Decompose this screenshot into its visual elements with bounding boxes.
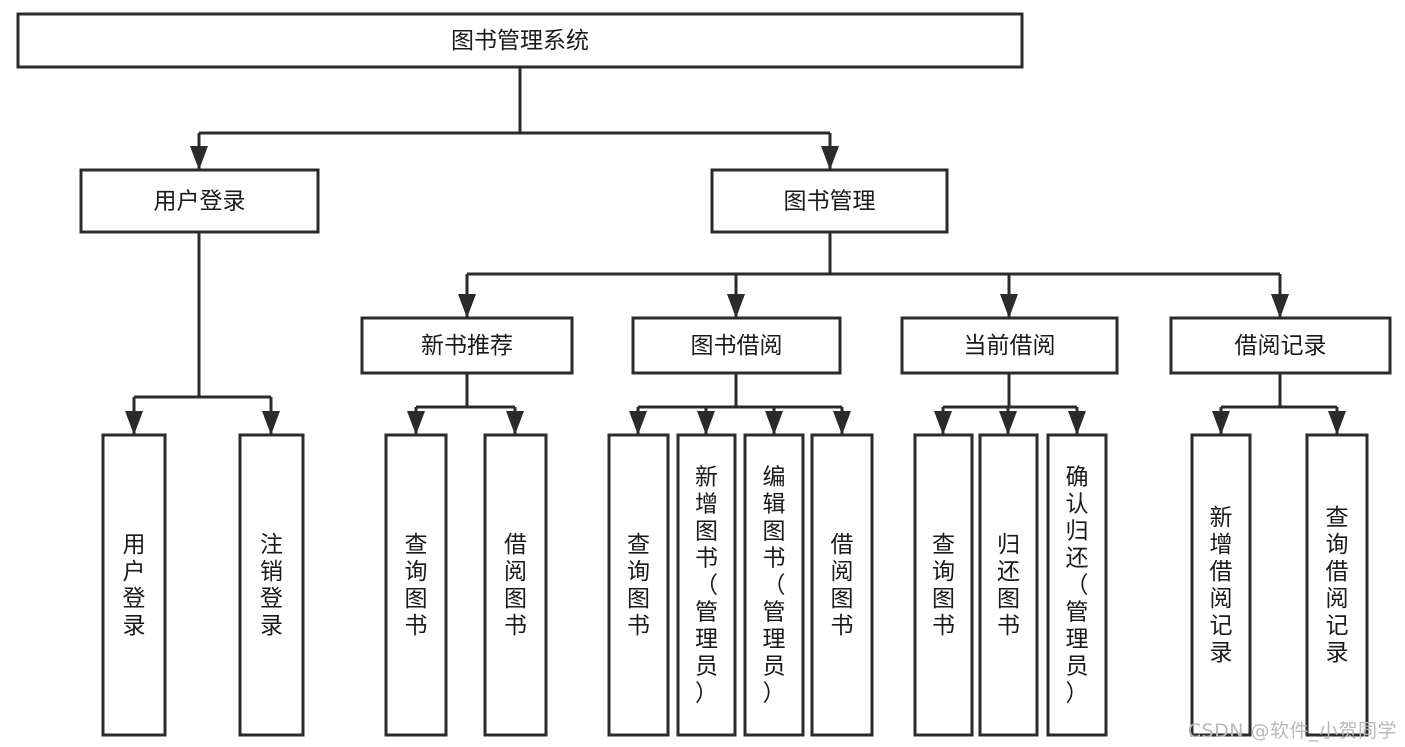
node-box-book-borrow [631, 316, 842, 375]
node-label-leaf-add-record: 新增借阅记录 [1210, 505, 1233, 666]
node-box-current-borrow [900, 316, 1119, 375]
arrow-head-icon [190, 146, 208, 170]
node-box-new-book-recommend [360, 316, 574, 375]
node-box-root [16, 12, 1024, 69]
node-box-leaf-user-login [101, 433, 167, 737]
node-box-leaf-return-book [978, 433, 1039, 737]
connector-level2_to_level3 [458, 232, 1289, 318]
arrow-head-icon [1068, 411, 1086, 435]
arrow-head-icon [125, 411, 143, 435]
arrow-head-icon [727, 294, 745, 318]
node-label-current-borrow: 当前借阅 [964, 333, 1056, 359]
arrow-head-icon [1271, 294, 1289, 318]
arrow-head-icon [407, 411, 425, 435]
node-box-leaf-edit-book [743, 433, 805, 737]
node-box-borrow-record [1169, 316, 1392, 375]
node-box-leaf-borrow-book-rec [483, 433, 548, 737]
node-label-leaf-user-login: 用户登录 [123, 532, 146, 639]
node-root[interactable]: 图书管理系统 [16, 12, 1024, 69]
arrow-head-icon [1212, 411, 1230, 435]
node-leaf-return-book[interactable]: 归还图书 [978, 433, 1039, 737]
node-label-root: 图书管理系统 [451, 28, 589, 54]
node-box-leaf-logout [238, 433, 305, 737]
arrow-head-icon [697, 411, 715, 435]
arrow-head-icon [765, 411, 783, 435]
arrow-head-icon [999, 411, 1017, 435]
node-label-leaf-logout: 注销登录 [260, 532, 283, 639]
node-label-new-book-recommend: 新书推荐 [421, 333, 513, 359]
node-layer: 图书管理系统用户登录图书管理新书推荐图书借阅当前借阅借阅记录用户登录注销登录查询… [16, 12, 1392, 737]
node-label-book-borrow: 图书借阅 [691, 333, 783, 359]
arrow-head-icon [262, 411, 280, 435]
node-box-leaf-query-book-bor [607, 433, 670, 737]
node-box-leaf-query-record [1305, 433, 1369, 737]
node-label-leaf-add-book: 新增图书（管理员） [695, 465, 718, 707]
node-leaf-borrow-book-bor[interactable]: 借阅图书 [810, 433, 874, 737]
node-label-leaf-confirm-return: 确认归还（管理员） [1066, 465, 1089, 707]
node-label-leaf-query-book-cur: 查询图书 [932, 532, 955, 639]
node-label-leaf-query-record: 查询借阅记录 [1326, 505, 1349, 666]
node-label-book-manage: 图书管理 [784, 189, 876, 215]
node-box-book-manage [710, 168, 949, 234]
node-label-user-login: 用户登录 [154, 189, 246, 215]
node-leaf-query-book-rec[interactable]: 查询图书 [384, 433, 448, 737]
node-leaf-borrow-book-rec[interactable]: 借阅图书 [483, 433, 548, 737]
connector-recommend_to_leaves [407, 373, 524, 435]
node-label-leaf-query-book-rec: 查询图书 [405, 532, 428, 639]
node-current-borrow[interactable]: 当前借阅 [900, 316, 1119, 375]
connector-root_to_level2 [190, 67, 839, 170]
connector-current_to_leaves [934, 373, 1086, 435]
node-leaf-edit-book[interactable]: 编辑图书（管理员） [743, 433, 805, 737]
node-leaf-add-book[interactable]: 新增图书（管理员） [676, 433, 737, 737]
node-borrow-record[interactable]: 借阅记录 [1169, 316, 1392, 375]
node-leaf-query-book-bor[interactable]: 查询图书 [607, 433, 670, 737]
arrow-head-icon [821, 146, 839, 170]
node-leaf-query-book-cur[interactable]: 查询图书 [913, 433, 974, 737]
arrow-head-icon [934, 411, 952, 435]
node-leaf-add-record[interactable]: 新增借阅记录 [1190, 433, 1252, 737]
node-new-book-recommend[interactable]: 新书推荐 [360, 316, 574, 375]
connector-user_login_to_leaves [125, 232, 280, 435]
node-box-leaf-add-book [676, 433, 737, 737]
node-label-leaf-borrow-book-rec: 借阅图书 [504, 532, 527, 639]
node-label-borrow-record: 借阅记录 [1235, 333, 1327, 359]
node-label-leaf-borrow-book-bor: 借阅图书 [831, 532, 854, 639]
arrow-head-icon [1000, 294, 1018, 318]
node-box-leaf-add-record [1190, 433, 1252, 737]
node-leaf-user-login[interactable]: 用户登录 [101, 433, 167, 737]
node-book-borrow[interactable]: 图书借阅 [631, 316, 842, 375]
arrow-head-icon [458, 294, 476, 318]
node-book-manage[interactable]: 图书管理 [710, 168, 949, 234]
node-box-leaf-query-book-cur [913, 433, 974, 737]
arrow-head-icon [506, 411, 524, 435]
node-box-leaf-query-book-rec [384, 433, 448, 737]
node-label-leaf-return-book: 归还图书 [997, 532, 1020, 639]
node-box-leaf-confirm-return [1046, 433, 1108, 737]
connector-borrow_to_leaves [629, 373, 851, 435]
node-user-login[interactable]: 用户登录 [79, 168, 320, 234]
arrow-head-icon [629, 411, 647, 435]
node-label-leaf-edit-book: 编辑图书（管理员） [763, 465, 786, 707]
connector-layer [125, 67, 1346, 435]
node-leaf-confirm-return[interactable]: 确认归还（管理员） [1046, 433, 1108, 737]
node-leaf-query-record[interactable]: 查询借阅记录 [1305, 433, 1369, 737]
node-box-leaf-borrow-book-bor [810, 433, 874, 737]
node-box-user-login [79, 168, 320, 234]
arrow-head-icon [833, 411, 851, 435]
node-label-leaf-query-book-bor: 查询图书 [627, 532, 650, 639]
node-leaf-logout[interactable]: 注销登录 [238, 433, 305, 737]
connector-record_to_leaves [1212, 373, 1346, 435]
arrow-head-icon [1328, 411, 1346, 435]
